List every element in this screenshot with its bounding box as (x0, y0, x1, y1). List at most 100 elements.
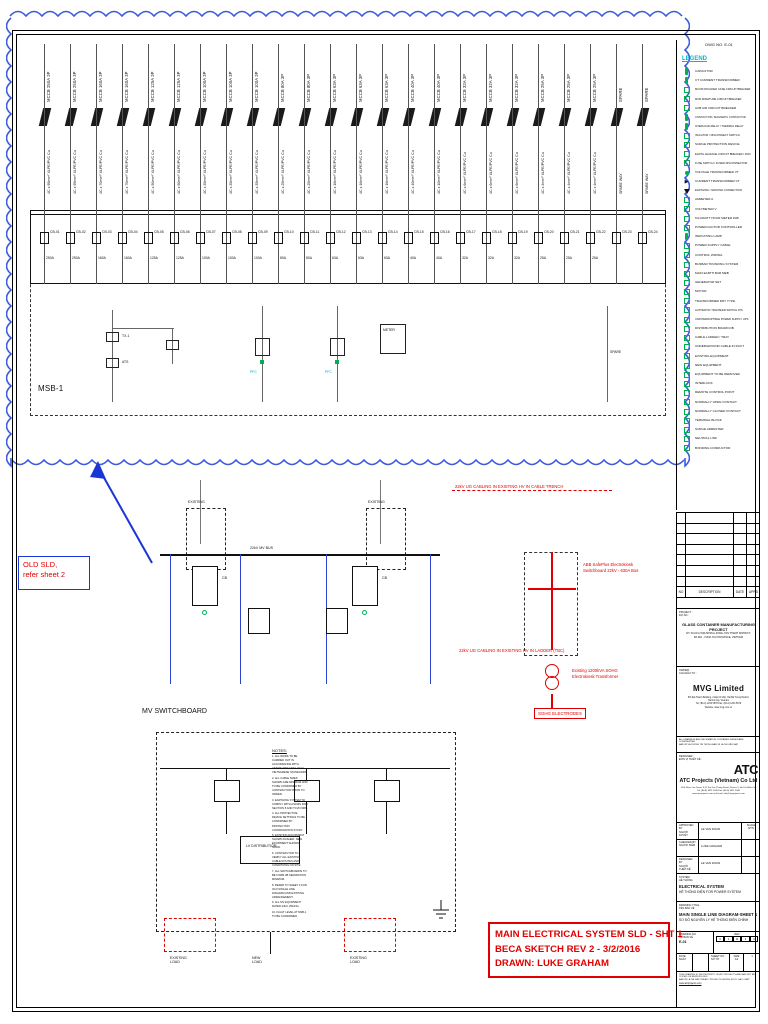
msb1-label: MSB-1 (38, 384, 64, 393)
rev-no (677, 555, 685, 565)
tb-footer-link[interactable]: www.atcprojects.com (679, 982, 702, 986)
tb-drawing-title-vn: SƠ ĐỒ NGUYÊN LÝ HỆ THỐNG ĐIỆN CHÍNH (679, 917, 749, 922)
feeder-tag: MCCB 160A 3P (124, 71, 129, 102)
square-green-icon (681, 86, 692, 94)
legend-item: CAPACITOR (681, 67, 759, 76)
tb-owner-label: OWNER : (679, 668, 691, 672)
revision-row (677, 576, 760, 588)
legend-item: NEW EQUIPMENT (681, 361, 759, 370)
rev-cell[interactable]: 0 (716, 936, 725, 943)
note-item: 5. EXISTING EQUIPMENT SHOWN DASHED. NEW … (272, 834, 305, 850)
old-sld-callout[interactable]: OLD SLD, refer sheet 2 (18, 556, 90, 590)
feeder-tag: MCCB 250A 3P (46, 71, 51, 102)
feeder-rating: 32A (462, 256, 469, 260)
feeder-rating: 63A (358, 256, 365, 260)
square-green-icon (681, 205, 692, 213)
feeder-drop (512, 104, 513, 210)
rev-cell[interactable]: 3 (741, 936, 750, 943)
legend-item: SURGE ARRESTER (681, 425, 759, 434)
legend-item: BUSBAR TRUNKING SYSTEM (681, 260, 759, 269)
square-green-icon (681, 251, 692, 259)
feeder-device-tag: CB-18 (492, 230, 502, 234)
feeder-cable-spec: 4C x 70mm² XLPE/PVC Cu (125, 150, 129, 194)
rev-cell[interactable]: 4 (749, 936, 759, 943)
rev-no (677, 513, 685, 523)
feeder-tag: MCCB 125A 3P (150, 71, 155, 102)
tb-system-label: SYSTEM (679, 875, 690, 879)
tb-scale-label: SCALE (746, 824, 756, 827)
legend-item-label: CURRENT TRANSFORMER CT (695, 179, 740, 184)
legend-item: MAIN EARTH BAR MEB (681, 269, 759, 278)
tb-checked-row: CHECKED BY NGƯỜI KIỂM LUKE GRAHAM (677, 840, 760, 857)
tb-rev-label: REV (734, 933, 740, 936)
feeder-rating: 32A (514, 256, 521, 260)
rev-col-date: DATE (735, 589, 745, 594)
note-item: 10. FAULT LEVEL AT MSB-1 TO BE CONFIRMED… (272, 910, 307, 919)
legend-item-label: EQUIPMENT TO BE REMOVED (695, 372, 740, 376)
rev-date (734, 513, 746, 523)
square-green-icon (681, 95, 692, 103)
tb-sheetno-label: SHEET NO (711, 955, 725, 958)
tb-project-name: GLASS CONTAINER MANUFACTURING PROJECT (682, 622, 755, 633)
square-green-icon (681, 242, 692, 250)
feeder-drop (96, 104, 97, 210)
tb-dwgno-label: DRAWING NO (679, 933, 697, 936)
tb-footer-vn: BẢN VẼ LÀ TÀI SẢN CỦA ATC PROJECTS KHÔNG… (679, 979, 750, 982)
feeder-cable-spec: 4C x 6mm² XLPE/PVC Cu (489, 152, 493, 194)
feeder-device-box (66, 232, 75, 244)
square-green-icon (681, 371, 692, 379)
rev-no (677, 534, 685, 544)
legend-item-label: EXISTING EQUIPMENT (695, 353, 729, 358)
msb1-busbar-box (30, 210, 666, 284)
feeder-cable-spec: 4C x 50mm² XLPE/PVC Cu (151, 150, 155, 194)
square-green-icon (681, 104, 692, 112)
legend-item: CT CURRENT TRANSFORMER (681, 76, 759, 85)
feeder-rating: 32A (488, 256, 495, 260)
mv-switchboard-label: MV SWITCHBOARD (142, 708, 207, 715)
feeder-drop (304, 104, 305, 210)
rev-cell[interactable]: X (732, 936, 742, 943)
rev-desc (686, 524, 733, 534)
rev-cell[interactable]: 1 (724, 936, 733, 943)
legend-item: POWER FACTOR CONTROLLER (681, 223, 759, 232)
square-green-icon (681, 224, 692, 232)
feeder-tag: MCCB 32A 3P (462, 73, 467, 102)
feeder-drop (226, 104, 227, 210)
trench-note-top: 22kV UG CABLING IN EXISTING HV IN CABLE … (455, 484, 564, 489)
tb-system-value-en: ELECTRICAL SYSTEM (679, 884, 724, 890)
feeder-device-box (40, 232, 49, 244)
feeder-cable-spec: 4C x 95mm² XLPE/PVC Cu (73, 150, 77, 194)
legend-item: NORMALLY CLOSED CONTACT (681, 407, 759, 416)
tb-drawing-title-label: DRAWING TITLE (679, 903, 700, 907)
feeder-tag: MCCB 125A 3P (176, 71, 181, 102)
square-green-icon (681, 215, 692, 223)
feeder-drop (252, 104, 253, 210)
feeder-device-box (560, 232, 569, 244)
tb-checked-value: LUKE GRAHAM (701, 844, 723, 848)
legend-item-label: MAIN EARTH BAR MEB (695, 270, 729, 275)
stamp-line-1: MAIN ELECTRICAL SYSTEM SLD - SHT 1 (495, 929, 683, 940)
tb-footer-note: THIS DRAWING IS THE PROPERTY OF ATC PROJ… (677, 972, 760, 994)
rev-no (677, 566, 685, 576)
feeder-rating: 63A (332, 256, 339, 260)
feeder-device-tag: CB-02 (76, 230, 86, 234)
feeder-device-box (92, 232, 101, 244)
feeder-tag: MCCB 100A 3P (254, 71, 259, 102)
feeder-rating: 25A (566, 256, 573, 260)
feeder-device-box (326, 232, 335, 244)
legend-item: MCB MINIATURE CIRCUIT BREAKER (681, 95, 759, 104)
legend-item: INDICATING LAMP (681, 232, 759, 241)
tb-owner-addr1: 5/F Đại Thanh Building, 2 Đại Cồ Việt, H… (687, 697, 750, 700)
note-item: 1. ALL WORK TO BE CARRIED OUT IN ACCORDA… (272, 755, 308, 775)
legend-item-label: EARTH LEAKAGE CIRCUIT BREAKER / RCD (695, 152, 751, 156)
legend-item: NORMALLY OPEN CONTACT (681, 398, 759, 407)
